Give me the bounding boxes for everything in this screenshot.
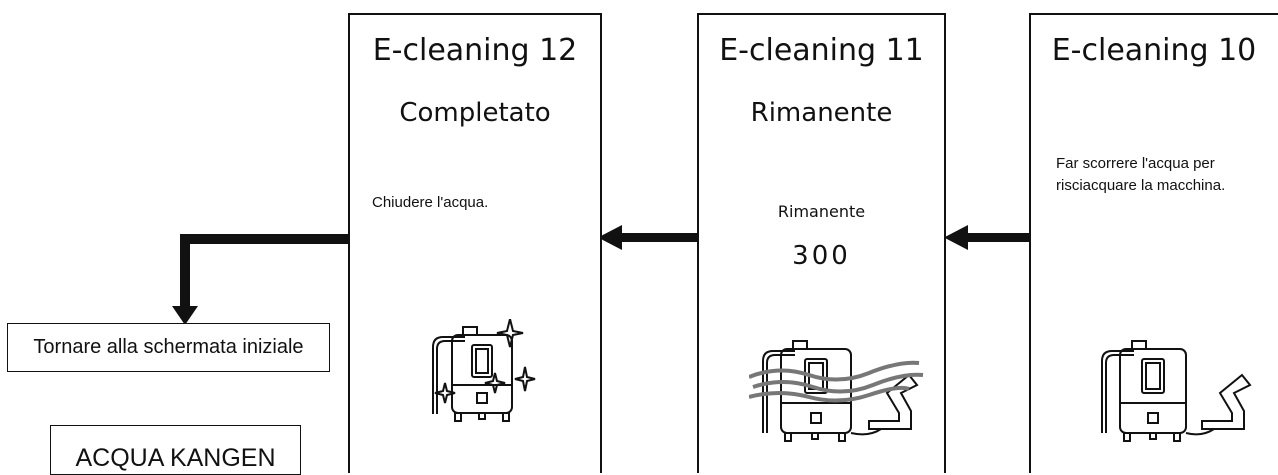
acqua-kangen-logo: ACQUA KANGEN: [50, 425, 301, 475]
panel-e-cleaning-12: E-cleaning 12 Completato Chiudere l'acqu…: [348, 13, 602, 473]
panel-message-line2: risciacquare la macchina.: [1056, 177, 1226, 194]
machine-washing-icon: [749, 340, 924, 442]
panel-message: Chiudere l'acqua.: [372, 194, 489, 211]
arrow-left-icon: [598, 225, 697, 250]
panel-message: Far scorrere l'acqua per risciacquare la…: [1056, 153, 1225, 197]
arrow-down-icon: [172, 234, 348, 325]
machine-sparkle-icon: [432, 319, 536, 422]
arrow-left-icon: [944, 225, 1029, 250]
panel-title: E-cleaning 11: [719, 33, 924, 68]
panel-message-line1: Far scorrere l'acqua per: [1056, 155, 1215, 172]
back-to-home-button[interactable]: Tornare alla schermata iniziale: [7, 323, 330, 372]
panel-status: Rimanente: [750, 98, 893, 128]
remaining-value: 300: [792, 241, 851, 271]
remaining-label: Rimanente: [777, 202, 866, 221]
panel-title: E-cleaning 10: [1051, 33, 1257, 68]
flow-arrows: [172, 225, 1029, 325]
panel-status: Completato: [399, 98, 551, 128]
machine-icon: [1101, 340, 1252, 442]
panel-title: E-cleaning 12: [372, 33, 578, 68]
panel-e-cleaning-10: E-cleaning 10 Far scorrere l'acqua per r…: [1029, 13, 1278, 473]
panel-e-cleaning-11: E-cleaning 11 Rimanente Rimanente 300: [697, 13, 946, 473]
